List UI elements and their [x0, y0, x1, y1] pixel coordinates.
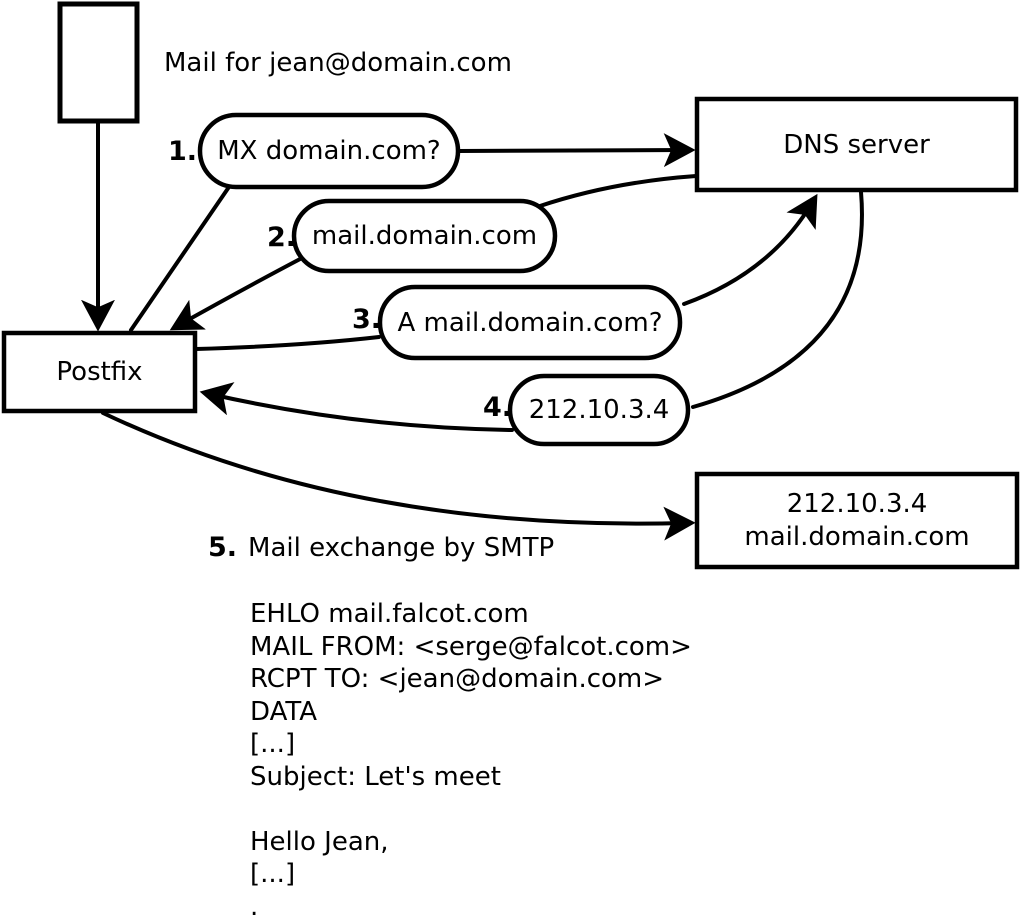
envelope-node — [57, 1, 140, 124]
step-5-label: 5. Mail exchange by SMTP — [208, 532, 555, 564]
dns-server-node — [694, 96, 1019, 193]
mail-server-ip: 212.10.3.4 — [786, 488, 928, 519]
reply-a-label: 212.10.3.4 — [528, 395, 670, 425]
arrow-reply-a-to-postfix — [199, 382, 514, 432]
postfix-label: Postfix — [56, 357, 143, 387]
mail-server-label: 212.10.3.4 mail.domain.com — [697, 474, 1017, 567]
mail-for-label: Mail for jean@domain.com — [164, 48, 512, 78]
reply-mx-label: mail.domain.com — [311, 221, 538, 251]
query-mx-pill — [197, 112, 461, 190]
arrow-postfix-to-mail-server — [101, 411, 696, 541]
step-5-number: 5. — [208, 532, 238, 563]
reply-a-pill — [507, 373, 691, 447]
line-dns-to-reply-a — [691, 190, 864, 409]
dns-server-label: DNS server — [783, 129, 930, 160]
mail-server-node — [694, 471, 1020, 570]
step-1-number: 1. — [168, 136, 198, 167]
step-5-text: Mail exchange by SMTP — [248, 533, 555, 563]
smtp-session-text: EHLO mail.falcot.com MAIL FROM: <serge@f… — [250, 599, 692, 919]
arrow-query-mx-to-dns — [456, 133, 696, 168]
step-3-number: 3. — [352, 304, 382, 335]
arrow-reply-mx-to-postfix — [169, 256, 304, 331]
reply-mx-pill — [291, 198, 558, 274]
postfix-node — [1, 330, 198, 414]
line-dns-to-reply-mx — [538, 174, 698, 208]
mail-server-host: mail.domain.com — [744, 521, 970, 552]
line-query-mx-from-postfix — [129, 182, 233, 332]
arrow-query-a-to-dns — [682, 193, 818, 306]
query-mx-label: MX domain.com? — [217, 136, 441, 166]
step-4-number: 4. — [483, 392, 513, 423]
query-a-label: A mail.domain.com? — [397, 307, 663, 338]
line-query-a-from-postfix — [194, 335, 381, 351]
step-2-number: 2. — [267, 222, 297, 253]
query-a-pill — [377, 284, 683, 361]
